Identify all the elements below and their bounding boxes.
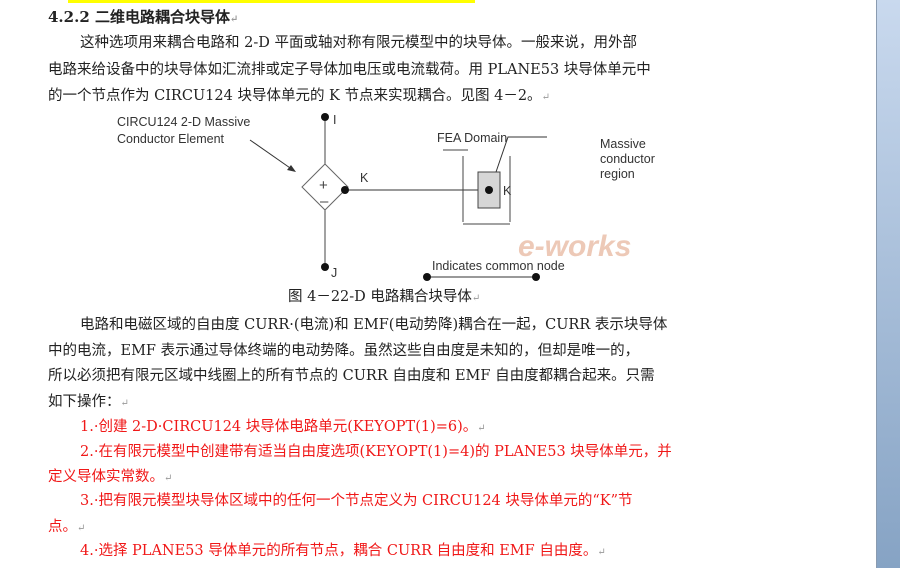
para2-line: 所以必须把有限元区域中线圈上的所有节点的 CURR 自由度和 EMF 自由度都耦…	[48, 368, 655, 384]
node-k-label: K	[360, 171, 369, 185]
node-j-label: J	[331, 266, 337, 280]
section-heading: 4.2.2 二维电路耦合块导体↵	[48, 8, 239, 26]
step-item: 定义导体实常数。↵	[48, 469, 173, 485]
node-dot	[321, 113, 329, 121]
watermark-logo: e-works	[518, 230, 631, 263]
svg-text:–: –	[320, 193, 329, 210]
para2-line: 中的电流，EMF 表示通过导体终端的电动势降。虽然这些自由度是未知的，但却是唯一…	[48, 343, 640, 359]
node-dot	[341, 186, 349, 194]
para1-line: 这种选项用来耦合电路和 2-D 平面或轴对称有限元模型中的块导体。一般来说，用外…	[80, 35, 637, 51]
source-diamond-icon	[301, 163, 349, 211]
arrow-line	[249, 139, 294, 171]
para1-line: 的一个节点作为 CIRCU124 块导体单元的 K 节点来实现耦合。见图 4－2…	[48, 88, 550, 104]
para1-line: 电路来给设备中的块导体如汇流排或定子导体加电压或电流载荷。用 PLANE53 块…	[48, 62, 651, 78]
figure-caption: 图 4－22-D 电路耦合块导体↵	[288, 289, 481, 305]
step-item: 4.·选择 PLANE53 导体单元的所有节点，耦合 CURR 自由度和 EMF…	[80, 543, 606, 559]
node-dot	[485, 186, 493, 194]
window-background	[876, 0, 900, 568]
region-label: Massive	[600, 137, 646, 151]
para2-line: 如下操作：↵	[48, 394, 129, 410]
step-item: 点。↵	[48, 519, 86, 535]
highlight-bar	[68, 0, 475, 3]
step-item: 3.·把有限元模型块导体区域中的任何一个节点定义为 CIRCU124 块导体单元…	[80, 493, 633, 509]
node-dot	[321, 263, 329, 271]
region-label: conductor	[600, 152, 655, 166]
element-label: Conductor Element	[117, 132, 225, 146]
fea-domain-label: FEA Domain	[437, 131, 507, 145]
step-item: 2.·在有限元模型中创建带有适当自由度选项(KEYOPT(1)=4)的 PLAN…	[80, 444, 672, 460]
svg-text:+: +	[319, 177, 328, 194]
element-label: CIRCU124 2-D Massive	[117, 115, 250, 129]
node-i-label: I	[333, 113, 336, 127]
step-item: 1.·创建 2-D·CIRCU124 块导体电路单元(KEYOPT(1)=6)。…	[80, 419, 486, 435]
common-node-label: Indicates common node	[432, 259, 565, 273]
region-label: region	[600, 167, 635, 181]
arrow-head-icon	[287, 165, 296, 172]
node-k2-label: K	[503, 184, 512, 198]
para2-line: 电路和电磁区域的自由度 CURR·(电流)和 EMF(电动势降)耦合在一起，CU…	[80, 317, 668, 333]
